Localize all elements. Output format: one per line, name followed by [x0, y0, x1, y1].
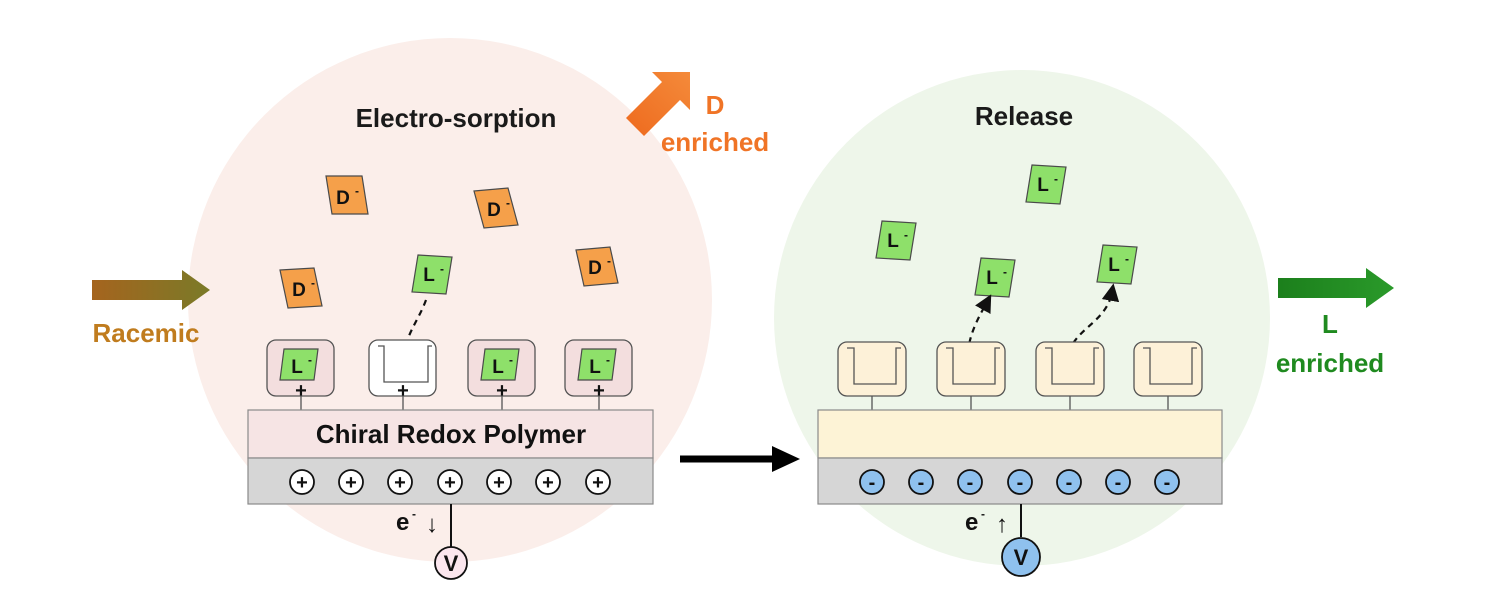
svg-text:D: D — [588, 258, 602, 279]
left-electron-label: e — [396, 509, 409, 536]
svg-text:-: - — [606, 353, 610, 367]
svg-text:-: - — [967, 472, 974, 494]
svg-text:-: - — [1125, 252, 1129, 266]
svg-text:-: - — [869, 472, 876, 494]
positive-charge: + — [289, 469, 315, 495]
svg-text:+: + — [295, 380, 307, 402]
svg-text:-: - — [918, 472, 925, 494]
polymer-label: Chiral Redox Polymer — [316, 419, 586, 449]
l-molecule: L - — [1025, 164, 1067, 205]
positive-charge: + — [387, 469, 413, 495]
left-electron-charge: - — [412, 507, 416, 521]
svg-text:-: - — [1054, 172, 1058, 186]
l-molecule: L - — [974, 257, 1016, 298]
svg-text:-: - — [1164, 472, 1171, 494]
svg-text:D: D — [336, 188, 350, 209]
svg-text:L: L — [1108, 255, 1120, 276]
svg-text:L: L — [589, 357, 601, 378]
receptor-site-empty — [936, 341, 1006, 410]
d-enriched-label-enriched: enriched — [661, 127, 769, 157]
receptor-site-empty — [837, 341, 907, 410]
d-enriched-label-d: D — [706, 90, 725, 120]
receptor-site-occupied: L - + — [467, 339, 536, 410]
receptor-site-empty — [1133, 341, 1203, 410]
receptor-site-occupied: L - + — [564, 339, 633, 410]
svg-text:-: - — [1115, 472, 1122, 494]
receptor-site-empty: + — [368, 339, 437, 410]
negative-charge: - — [859, 469, 885, 495]
positive-charge: + — [338, 469, 364, 495]
arrow-up-right-icon — [626, 72, 690, 136]
d-molecule: D - — [575, 246, 619, 287]
positive-charge: + — [437, 469, 463, 495]
svg-text:L: L — [887, 231, 899, 252]
chiral-redox-polymer-layer — [247, 409, 654, 459]
negative-charge: - — [1154, 469, 1180, 495]
negative-charge: - — [1105, 469, 1131, 495]
right-electron-label: e — [965, 509, 978, 536]
negative-charge: - — [957, 469, 983, 495]
racemic-label: Racemic — [93, 318, 200, 348]
svg-text:D: D — [292, 280, 306, 301]
arrow-right-icon — [92, 270, 210, 310]
svg-text:+: + — [345, 472, 357, 494]
svg-text:+: + — [296, 472, 308, 494]
svg-text:-: - — [904, 228, 908, 242]
right-electron-charge: - — [981, 507, 985, 521]
svg-text:+: + — [397, 380, 409, 402]
svg-text:L: L — [291, 357, 303, 378]
svg-text:D: D — [487, 200, 501, 221]
release-title: Release — [975, 101, 1073, 131]
svg-text:-: - — [311, 276, 315, 290]
svg-text:+: + — [394, 472, 406, 494]
negative-charge: - — [1007, 469, 1033, 495]
svg-text:-: - — [506, 196, 510, 210]
voltmeter-icon: V — [1001, 537, 1041, 577]
svg-text:V: V — [1014, 545, 1029, 570]
electro-sorption-title: Electro-sorption — [356, 103, 557, 133]
positive-charge: + — [585, 469, 611, 495]
svg-text:+: + — [593, 380, 605, 402]
svg-text:-: - — [308, 353, 312, 367]
svg-text:-: - — [1066, 472, 1073, 494]
arrow-right-icon — [1278, 268, 1394, 308]
d-molecule: D - — [325, 175, 369, 215]
negative-charge: - — [1056, 469, 1082, 495]
chiral-redox-polymer-layer-reduced — [817, 409, 1223, 459]
d-molecule: D - — [279, 267, 323, 309]
electron-flow-up-icon: ↑ — [996, 511, 1008, 538]
svg-text:L: L — [423, 265, 435, 286]
l-molecule-release-path — [966, 294, 992, 366]
negative-charge: - — [908, 469, 934, 495]
receptor-site-occupied: L - + — [266, 339, 335, 410]
svg-text:+: + — [496, 380, 508, 402]
positive-charge: + — [535, 469, 561, 495]
svg-text:L: L — [1037, 175, 1049, 196]
svg-text:L: L — [492, 357, 504, 378]
l-molecule: L - — [411, 254, 453, 295]
svg-text:+: + — [493, 472, 505, 494]
svg-text:+: + — [444, 472, 456, 494]
positive-charge: + — [486, 469, 512, 495]
svg-text:-: - — [440, 262, 444, 276]
svg-text:-: - — [1017, 472, 1024, 494]
svg-text:+: + — [592, 472, 604, 494]
arrow-right-icon — [680, 446, 800, 472]
l-enriched-label-enriched: enriched — [1276, 348, 1384, 378]
l-molecule: L - — [1096, 244, 1138, 285]
svg-text:L: L — [986, 268, 998, 289]
electron-flow-down-icon: ↓ — [426, 511, 438, 538]
d-molecule: D - — [473, 187, 519, 229]
svg-text:-: - — [355, 184, 359, 198]
voltmeter-icon: V — [434, 546, 468, 580]
svg-text:V: V — [444, 551, 459, 576]
svg-text:+: + — [542, 472, 554, 494]
receptor-site-empty — [1035, 341, 1105, 410]
svg-text:-: - — [1003, 265, 1007, 279]
svg-text:-: - — [607, 254, 611, 268]
svg-text:-: - — [509, 353, 513, 367]
l-molecule: L - — [875, 220, 917, 261]
l-enriched-label-l: L — [1322, 309, 1338, 339]
